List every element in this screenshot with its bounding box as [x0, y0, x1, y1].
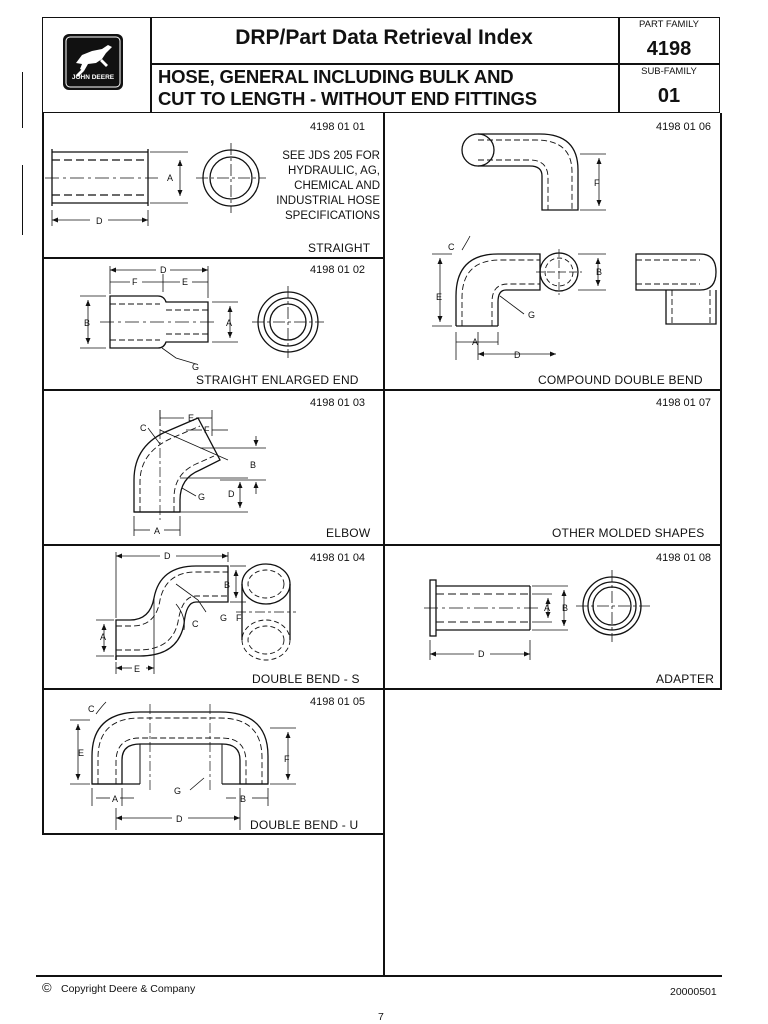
shape-caption: ELBOW [326, 526, 371, 540]
part-code: 4198 01 06 [656, 121, 712, 133]
shape-caption: ADAPTER [656, 672, 715, 686]
dim-label: A [100, 632, 106, 642]
dim-label: C [448, 242, 455, 252]
dim-label: D [478, 649, 485, 659]
spec-note-line: SPECIFICATIONS [285, 210, 380, 222]
dim-label: A [167, 173, 173, 183]
dim-label: G [198, 492, 205, 502]
dim-label: F [132, 277, 138, 287]
shape-caption: COMPOUND DOUBLE BEND [538, 373, 703, 387]
grid-line [42, 833, 384, 835]
grid-line [720, 113, 722, 689]
dim-label: B [250, 460, 256, 470]
dim-label: D [514, 350, 521, 360]
dim-label: C [140, 423, 147, 433]
dim-label: E [78, 748, 84, 758]
dim-label: E [436, 292, 442, 302]
dim-label: C [192, 619, 199, 629]
copyright-text: Copyright Deere & Company [61, 983, 196, 995]
grid-line [42, 389, 722, 391]
dim-label: A [472, 337, 478, 347]
logo-text: JOHN DEERE [71, 74, 115, 81]
dim-label: G [220, 613, 227, 623]
grid-line [42, 257, 384, 259]
sub-family-label: SUB-FAMILY [641, 66, 697, 77]
copyright-icon: © [42, 980, 52, 995]
dim-label: D [160, 265, 167, 275]
dim-label: B [596, 267, 602, 277]
spec-note-line: HYDRAULIC, AG, [287, 165, 380, 177]
dim-label: B [562, 603, 568, 613]
dim-label: F [236, 613, 242, 623]
part-code: 4198 01 08 [656, 552, 712, 564]
part-code: 4198 01 02 [310, 264, 366, 276]
margin-mark [22, 72, 23, 128]
sub-family-value: 01 [657, 85, 681, 107]
dim-label: A [112, 794, 118, 804]
john-deere-logo: JOHN DEERE [62, 33, 124, 91]
part-code: 4198 01 04 [310, 552, 366, 564]
page-number: 7 [378, 1011, 384, 1023]
margin-mark [22, 165, 23, 235]
shape-caption: STRAIGHT ENLARGED END [196, 373, 359, 387]
dim-label: G [174, 786, 181, 796]
part-family-value: 4198 [646, 38, 692, 60]
shape-caption: STRAIGHT [308, 241, 371, 255]
grid-line [42, 113, 44, 835]
footer-rule [36, 975, 722, 977]
dim-label: G [192, 362, 199, 372]
dim-label: D [96, 216, 103, 226]
dim-label: D [228, 489, 235, 499]
part-code: 4198 01 05 [310, 696, 366, 708]
dim-label: A [544, 603, 550, 613]
part-code: 4198 01 01 [310, 121, 366, 133]
shape-caption: DOUBLE BEND - S [252, 672, 360, 686]
subtitle-line2: CUT TO LENGTH - WITHOUT END FITTINGS [158, 88, 537, 109]
dim-label: B [224, 580, 230, 590]
date-code: 20000501 [670, 986, 717, 998]
grid-line [42, 544, 722, 546]
dim-label: E [188, 413, 194, 423]
header-box [42, 17, 720, 113]
spec-note-line: SEE JDS 205 FOR [282, 150, 380, 162]
dim-label: F [284, 754, 290, 764]
subtitle-line1: HOSE, GENERAL INCLUDING BULK AND [158, 66, 514, 87]
dim-label: E [182, 277, 188, 287]
part-family-label: PART FAMILY [638, 19, 699, 30]
dim-label: B [240, 794, 246, 804]
dim-label: A [226, 318, 232, 328]
dim-label: F [204, 425, 210, 435]
dim-label: A [154, 526, 160, 536]
dim-label: D [176, 814, 183, 824]
dim-label: G [528, 310, 535, 320]
dim-label: E [134, 664, 140, 674]
spec-note-line: CHEMICAL AND [294, 180, 380, 192]
page-title: DRP/Part Data Retrieval Index [235, 26, 533, 49]
part-code: 4198 01 07 [656, 397, 712, 409]
grid-line [42, 688, 722, 690]
dim-label: D [164, 551, 171, 561]
shape-caption: OTHER MOLDED SHAPES [552, 526, 705, 540]
shape-caption: DOUBLE BEND - U [250, 818, 359, 832]
dim-label: B [84, 318, 90, 328]
spec-note-line: INDUSTRIAL HOSE [276, 195, 380, 207]
part-code: 4198 01 03 [310, 397, 366, 409]
dim-label: F [594, 178, 600, 188]
dim-label: C [88, 704, 95, 714]
